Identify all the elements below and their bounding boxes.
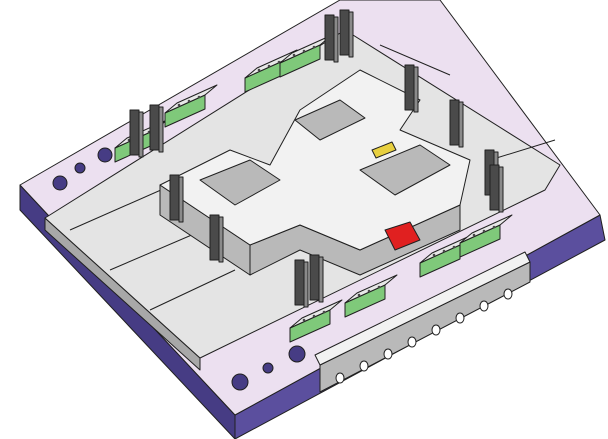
bar-hole [359, 360, 369, 372]
guide-post [294, 259, 309, 308]
mounting-hole [52, 175, 68, 191]
mounting-hole [288, 345, 306, 363]
guide-post [489, 164, 504, 213]
clamp-block [164, 84, 218, 128]
front-bar [314, 251, 531, 393]
guide-post [129, 109, 144, 158]
guide-post [149, 104, 164, 153]
guide-post [209, 214, 224, 263]
clamp-block [244, 49, 298, 93]
slot [489, 139, 556, 161]
yellow-insert [371, 141, 397, 159]
red-insert [384, 221, 421, 251]
bar-hole [503, 288, 513, 300]
mounting-hole [262, 362, 274, 374]
slot [149, 269, 236, 311]
clamp-block [289, 299, 343, 343]
mounting-hole [231, 373, 249, 391]
bar-hole [335, 372, 345, 384]
clamp-block [419, 234, 473, 278]
guide-posts [129, 9, 504, 308]
bar-hole [431, 324, 441, 336]
bar-hole [407, 336, 417, 348]
clamp-block [459, 214, 513, 258]
clamp-block [344, 274, 398, 318]
center-cross-part [159, 69, 471, 276]
bar-hole [455, 312, 465, 324]
guide-post [339, 9, 354, 58]
slot [379, 44, 451, 76]
green-blocks [114, 34, 513, 343]
mounting-hole [97, 147, 113, 163]
guide-post [404, 64, 419, 113]
bar-hole [383, 348, 393, 360]
guide-post [324, 14, 339, 63]
guide-post [169, 174, 184, 223]
mounting-hole [74, 162, 86, 174]
guide-post [449, 99, 464, 148]
guide-post [309, 254, 324, 303]
bar-hole [479, 300, 489, 312]
